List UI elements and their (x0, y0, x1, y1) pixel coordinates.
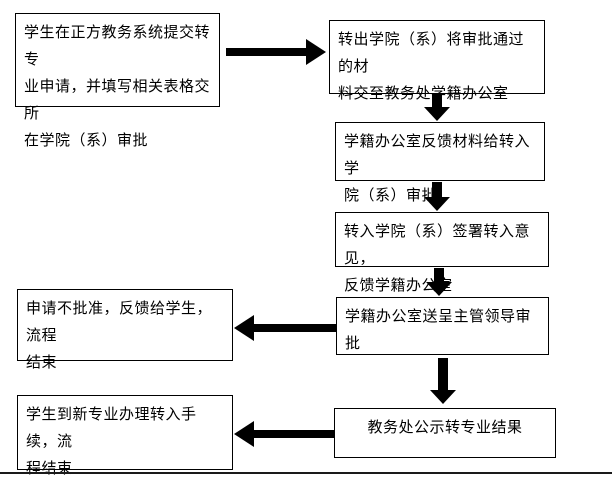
arrow-shaft (434, 268, 444, 283)
arrow-head (424, 197, 450, 211)
arrow-down-registry-to-transferin-icon (424, 182, 450, 211)
arrow-down-leader-to-publicize-icon (430, 358, 456, 404)
flow-box-not-approved-end: 申请不批准，反馈给学生，流程 结束 (17, 289, 233, 371)
arrow-shaft (432, 182, 442, 198)
arrow-shaft (432, 95, 442, 108)
arrow-shaft (253, 324, 336, 332)
flow-box-approved-transfer-end: 学生到新专业办理转入手续，流 程结束 (17, 395, 233, 477)
arrow-shaft (438, 358, 448, 391)
arrow-head (424, 107, 450, 121)
arrow-shaft (226, 48, 307, 56)
arrow-head (430, 390, 456, 404)
flow-box-transfer-out-college: 转出学院（系）将审批通过的材 料交至教务处学籍办公室 (329, 20, 545, 102)
arrow-left-leader-to-notapproved-icon (234, 315, 336, 341)
arrow-head (234, 421, 254, 447)
arrow-right-apply-to-transferout-icon (226, 39, 326, 65)
flow-box-registry-feedback: 学籍办公室反馈材料给转入学 院（系）审批 (335, 122, 545, 204)
arrow-left-publicize-to-complete-icon (234, 421, 334, 447)
flow-box-registry-submit-leader: 学籍办公室送呈主管领导审批 (336, 297, 549, 355)
arrow-down-transferout-to-registry-icon (424, 95, 450, 121)
arrow-shaft (253, 430, 334, 438)
bottom-divider-line (0, 472, 612, 474)
flow-box-transfer-in-college: 转入学院（系）签署转入意见， 反馈学籍办公室 (335, 212, 549, 294)
flow-box-publicize-result: 教务处公示转专业结果 (334, 408, 556, 458)
arrow-down-transferin-to-leader-icon (426, 268, 452, 296)
arrow-head (426, 282, 452, 296)
arrow-head (306, 39, 326, 65)
flow-box-student-apply: 学生在正方教务系统提交转专 业申请，并填写相关表格交所 在学院（系）审批 (15, 13, 220, 149)
arrow-head (234, 315, 254, 341)
